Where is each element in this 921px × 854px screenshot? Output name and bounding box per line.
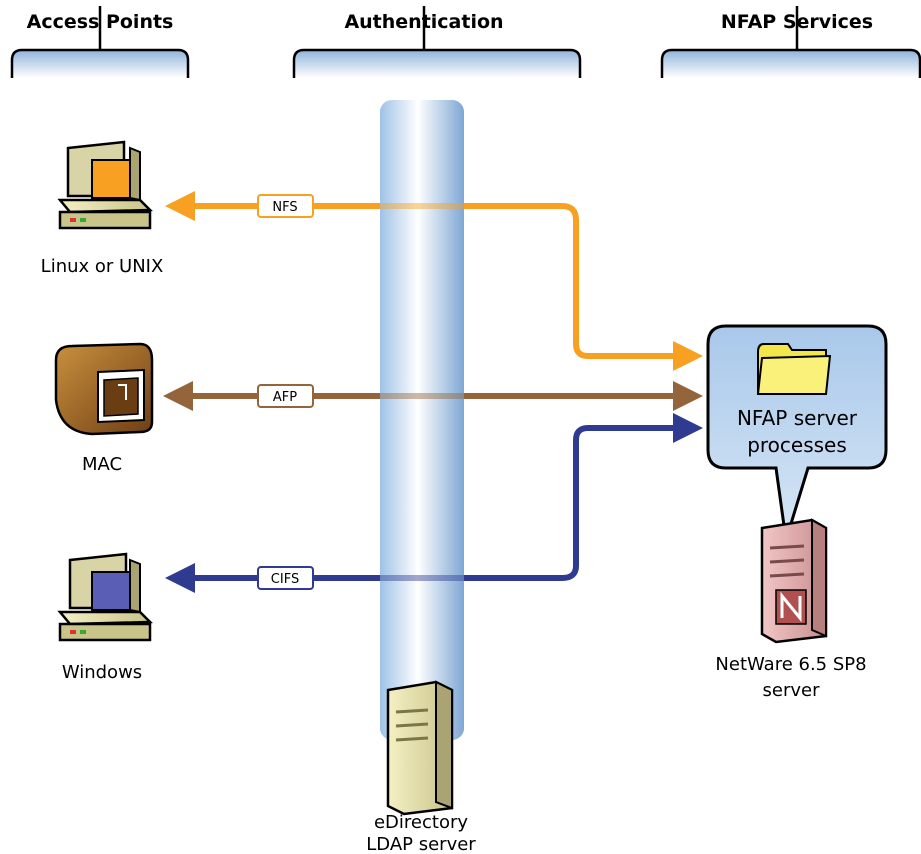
callout-line1: NFAP server xyxy=(737,406,858,430)
nfs-arrow xyxy=(165,191,703,371)
header-access-points: Access Points xyxy=(10,6,190,78)
linux-computer-icon xyxy=(57,140,153,230)
mac-caption: MAC xyxy=(82,454,122,475)
edirectory-caption-line2: LDAP server xyxy=(366,834,476,854)
linux-caption: Linux or UNIX xyxy=(41,256,164,277)
header-nfap-services: NFAP Services xyxy=(660,6,921,78)
cifs-label-box: CIFS xyxy=(257,566,314,590)
cifs-arrow xyxy=(165,413,703,593)
header-nfap-services-label: NFAP Services xyxy=(721,11,873,33)
edirectory-server-icon xyxy=(386,680,454,816)
windows-computer-icon xyxy=(57,552,153,642)
edirectory-caption-line1: eDirectory xyxy=(374,812,468,833)
netware-caption-line1: NetWare 6.5 SP8 xyxy=(715,654,866,675)
folder-icon xyxy=(756,343,832,395)
callout-line2: processes xyxy=(747,433,847,457)
netware-caption-line2: server xyxy=(763,680,821,701)
nfap-callout xyxy=(706,324,888,541)
nfs-label: NFS xyxy=(272,200,297,215)
afp-label: AFP xyxy=(273,390,297,405)
cifs-label: CIFS xyxy=(271,572,299,587)
netware-server-icon xyxy=(760,518,828,644)
windows-caption: Windows xyxy=(62,662,142,683)
header-access-points-label: Access Points xyxy=(27,11,174,33)
nfs-label-box: NFS xyxy=(257,194,314,218)
afp-label-box: AFP xyxy=(257,384,314,408)
mac-computer-icon xyxy=(54,342,154,436)
header-authentication: Authentication xyxy=(292,6,582,78)
header-authentication-label: Authentication xyxy=(344,11,503,33)
